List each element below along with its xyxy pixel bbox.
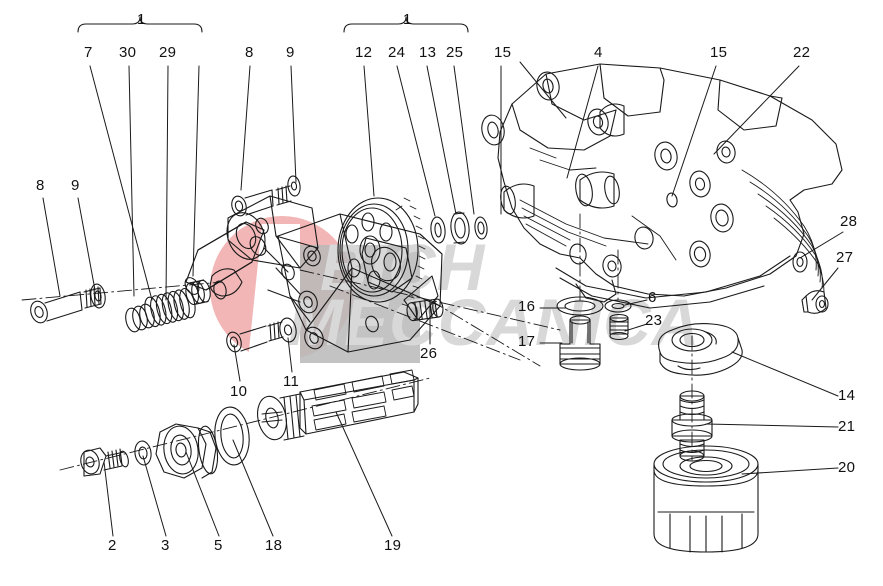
part-washer-24 (430, 216, 446, 244)
callout-30: 30 (119, 44, 137, 61)
part-screw-27 (801, 290, 829, 314)
callout-5: 5 (214, 537, 223, 554)
part-oil-filter-20 (653, 445, 759, 553)
crankcase-ribs (741, 169, 825, 293)
part-dowel-15-right (666, 192, 678, 208)
part-valve-17 (559, 315, 601, 371)
part-nipple-21 (671, 390, 713, 462)
leader-lines-top-left (89, 65, 297, 301)
part-crankcase-4 (481, 63, 843, 309)
callout-17: 17 (518, 333, 536, 350)
part-pin-26 (406, 298, 444, 322)
part-washer-9-upper (287, 175, 301, 197)
callout-6: 6 (648, 289, 657, 306)
callout-18: 18 (265, 537, 283, 554)
part-oil-pump-body (184, 195, 443, 353)
part-cap-nut-5 (155, 423, 219, 479)
part-oring-18 (214, 406, 250, 466)
callout-10: 10 (230, 383, 248, 400)
callout-12: 12 (355, 44, 373, 61)
callout-22: 22 (793, 44, 811, 61)
part-bolt-8-upper (231, 185, 292, 217)
callout-26: 26 (420, 345, 438, 362)
part-washer-11 (279, 317, 297, 343)
centreline-main (21, 213, 693, 471)
part-bolt-10 (226, 321, 284, 353)
callout-3: 3 (161, 537, 170, 554)
callout-13: 13 (419, 44, 437, 61)
part-plug-2 (80, 447, 129, 477)
callout-15-right: 15 (710, 44, 728, 61)
part-washer-6 (604, 299, 632, 313)
callout-14: 14 (838, 387, 856, 404)
part-retainer-plate-14 (657, 323, 743, 376)
callout-4: 4 (594, 44, 603, 61)
callout-8-left: 8 (36, 177, 45, 194)
watermark-line2: MECCANICA (288, 285, 700, 359)
callout-7: 7 (84, 44, 93, 61)
part-washer-25 (474, 216, 488, 240)
callout-21: 21 (838, 418, 856, 435)
bracket-group-right (343, 16, 469, 33)
callout-25: 25 (446, 44, 464, 61)
leader-lines-misc (103, 231, 844, 537)
callout-24: 24 (388, 44, 406, 61)
callout-23: 23 (645, 312, 663, 329)
part-bearing-13 (450, 211, 470, 245)
part-washer-28 (792, 251, 808, 273)
part-cap-left (209, 268, 243, 300)
callout-11: 11 (283, 373, 300, 390)
bracket-group-left (77, 16, 203, 33)
callout-8-top: 8 (245, 44, 254, 61)
callout-9-left: 9 (71, 177, 80, 194)
bracket-label-1a: 1 (137, 11, 146, 28)
callout-28: 28 (840, 213, 858, 230)
callout-20: 20 (838, 459, 856, 476)
crankcase-bores (500, 103, 625, 219)
callout-27: 27 (836, 249, 854, 266)
part-strainer-19 (257, 369, 419, 441)
part-spring-30 (125, 303, 155, 333)
part-washer-3 (134, 440, 152, 466)
part-screw-23 (609, 313, 629, 341)
callout-2: 2 (108, 537, 117, 554)
part-bolt-8-left (30, 286, 102, 324)
callout-9-top: 9 (286, 44, 295, 61)
part-spring-29 (144, 287, 196, 328)
part-oring-16 (556, 296, 604, 316)
bracket-label-1b: 1 (403, 11, 412, 28)
callout-19: 19 (384, 537, 402, 554)
part-washer-9-left (90, 283, 106, 309)
callout-15-left: 15 (494, 44, 512, 61)
leader-lines-left (42, 197, 96, 297)
callout-16: 16 (518, 298, 536, 315)
callout-29: 29 (159, 44, 177, 61)
part-gear-12 (337, 197, 426, 307)
leader-lines-top-right (363, 61, 800, 217)
